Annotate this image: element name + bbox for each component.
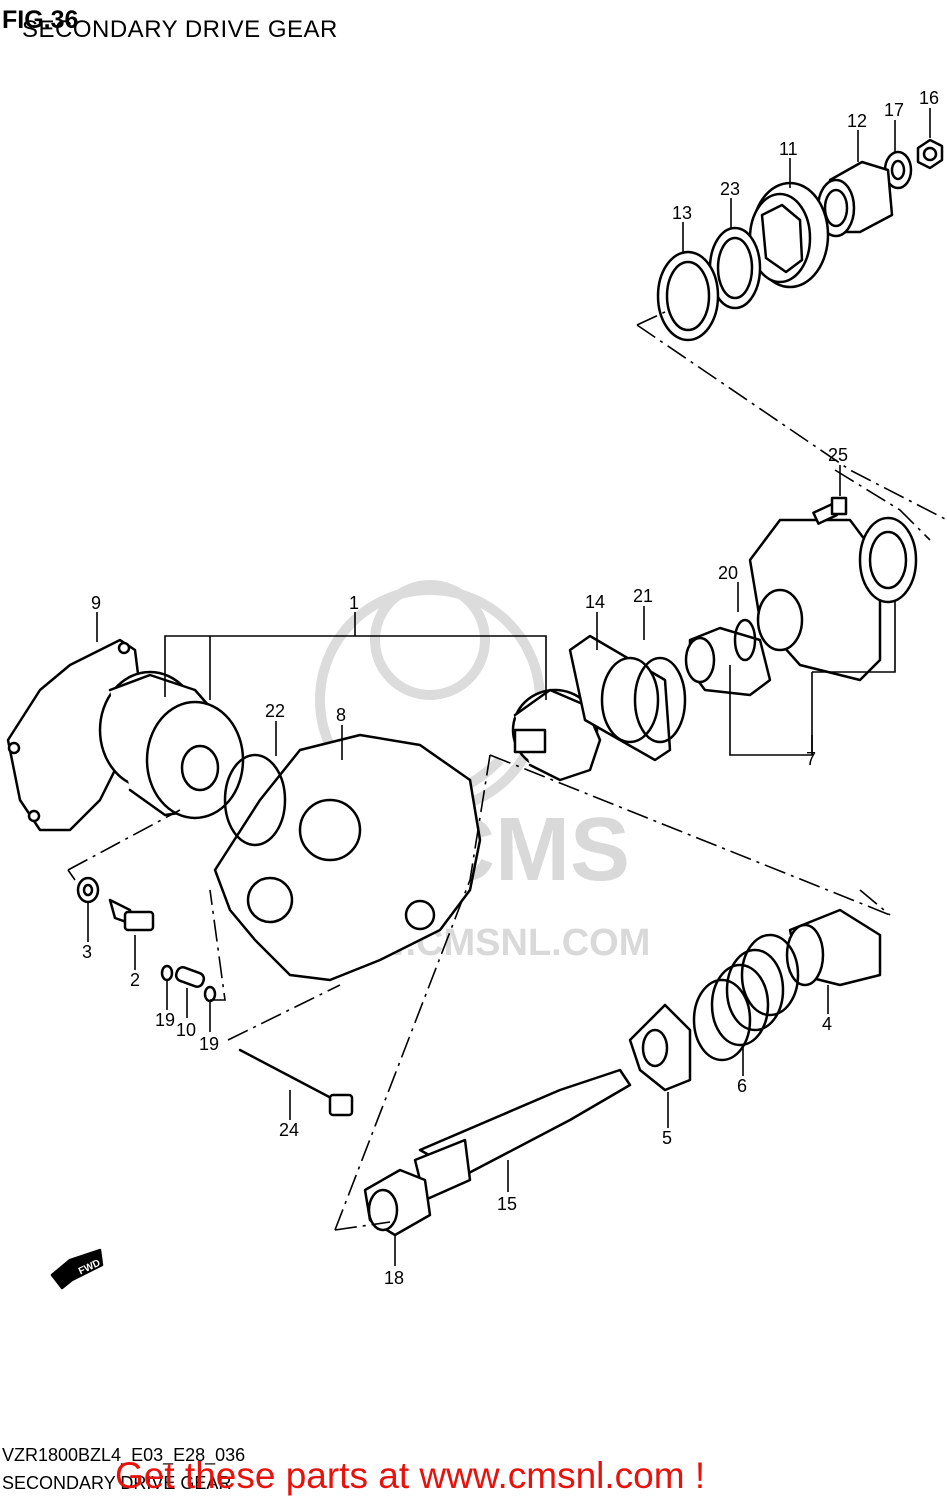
- part-4-cam: [785, 908, 882, 987]
- callout-25: 25: [828, 445, 848, 465]
- part-25-bolt: [812, 496, 848, 525]
- part-10-dowel: [174, 966, 206, 988]
- callout-7: 7: [806, 749, 816, 769]
- callout-6: 6: [737, 1076, 747, 1096]
- part-24-bolt: [238, 1048, 354, 1117]
- part-21-o-ring: [633, 656, 687, 744]
- callout-12: 12: [847, 111, 867, 131]
- part-2-bolt: [108, 898, 155, 932]
- part-20-o-ring: [733, 618, 757, 662]
- footer-title: SECONDARY DRIVE GEAR: [2, 1473, 232, 1493]
- part-8-gear-case: [213, 733, 482, 982]
- callout-11: 11: [779, 139, 798, 159]
- callout-14: 14: [585, 592, 605, 612]
- callout-24: 24: [279, 1120, 299, 1140]
- part-22-o-ring: [223, 753, 287, 847]
- callout-1: 1: [349, 593, 359, 613]
- callout-15: 15: [497, 1194, 517, 1214]
- part-1-bevel-gear-left: [98, 670, 245, 820]
- callout-17: 17: [884, 100, 904, 120]
- part-7-housing: [748, 518, 882, 682]
- part-11-nut: [748, 181, 830, 289]
- figure-title: SECONDARY DRIVE GEAR: [22, 16, 338, 43]
- callout-4: 4: [822, 1014, 832, 1034]
- part-16-nut: [916, 138, 944, 170]
- part-3-washer: [76, 876, 100, 904]
- part-7-bearing: [858, 516, 918, 604]
- leader-lines: [87, 108, 931, 1266]
- callout-10: 10: [176, 1020, 196, 1040]
- callout-9: 9: [91, 593, 101, 613]
- callout-labels: 1 2 3 4 5 6 7 8 9 10 11 12 13 14 15 16 1…: [82, 88, 939, 1288]
- promo-link[interactable]: Get these parts at www.cmsnl.com !: [115, 1455, 706, 1496]
- part-1-bevel-gear-right: [511, 688, 602, 782]
- callout-5: 5: [662, 1128, 672, 1148]
- callout-19-right: 19: [199, 1034, 219, 1054]
- callout-20: 20: [718, 563, 738, 583]
- callout-16: 16: [919, 88, 939, 108]
- callout-18: 18: [384, 1268, 404, 1288]
- part-19-o-ring-b: [203, 985, 217, 1003]
- figure-number: FIG.36: [2, 6, 79, 34]
- callout-2: 2: [130, 970, 140, 990]
- part-18-bearing: [363, 1168, 432, 1237]
- part-14-gasket: [568, 634, 672, 762]
- part-12-bearing-cup: [816, 160, 894, 238]
- fwd-arrow-icon: [50, 1248, 104, 1290]
- part-13-oil-seal: [656, 250, 720, 342]
- callout-21: 21: [633, 586, 653, 606]
- alignment-lines: [67, 311, 947, 1231]
- part-19-o-ring-a: [160, 964, 174, 982]
- callout-23: 23: [720, 179, 740, 199]
- part-5-damper-cam: [628, 1003, 692, 1092]
- callout-19-left: 19: [155, 1010, 175, 1030]
- part-7-pinion: [684, 626, 772, 697]
- part-15-secondary-shaft: [413, 1068, 632, 1202]
- callout-8: 8: [336, 705, 346, 725]
- callout-22: 22: [265, 701, 285, 721]
- model-code: VZR1800BZL4_E03_E28_036: [2, 1445, 246, 1465]
- part-6-spring: [692, 933, 800, 1062]
- callout-13: 13: [672, 203, 692, 223]
- callout-3: 3: [82, 942, 92, 962]
